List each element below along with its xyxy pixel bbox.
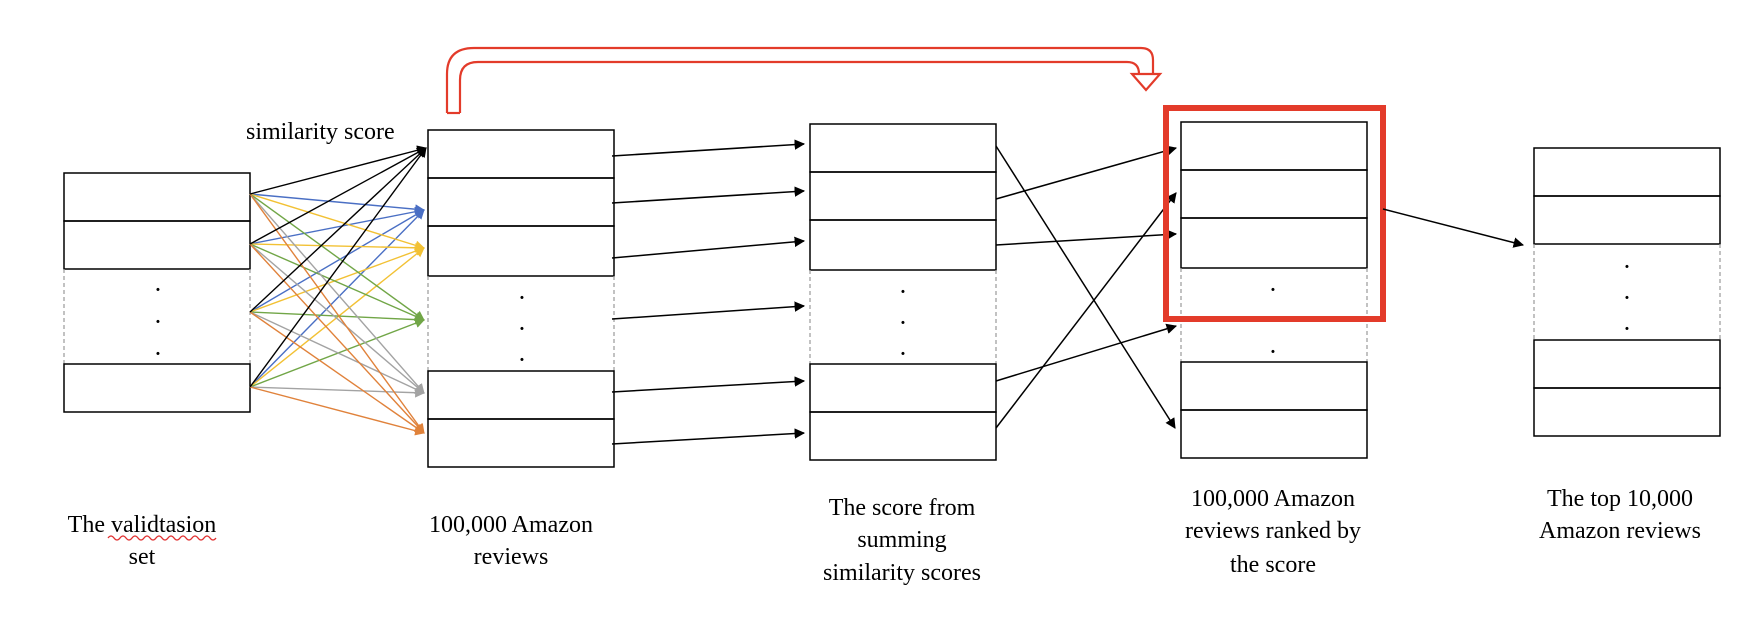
ranked-caption: 100,000 Amazon reviews ranked by the sco… — [1185, 486, 1361, 578]
validation-caption: The validtasion set — [68, 512, 217, 570]
svg-text:100,000 Amazon: 100,000 Amazon — [1191, 486, 1355, 512]
svg-text:·: · — [154, 339, 163, 368]
similarity-score-label: similarity score — [246, 119, 395, 145]
svg-text:·: · — [899, 308, 908, 337]
svg-text:·: · — [899, 277, 908, 306]
svg-text:reviews: reviews — [474, 544, 549, 570]
reviews-caption: 100,000 Amazon reviews — [429, 512, 593, 570]
svg-text:set: set — [129, 544, 156, 570]
top-reviews-stack: · · · — [1533, 147, 1721, 437]
ranking-arrows — [995, 145, 1178, 429]
svg-text:·: · — [1623, 252, 1632, 281]
ranked-stack: · · · — [1180, 121, 1368, 459]
svg-text:Amazon reviews: Amazon reviews — [1539, 518, 1701, 544]
top-selection-highlight — [1163, 105, 1386, 322]
reviews-stack: · · · — [427, 129, 615, 468]
selection-arrow — [1382, 208, 1525, 248]
svg-text:summing: summing — [857, 527, 946, 553]
similarity-edges — [249, 145, 427, 436]
top-caption: The top 10,000 Amazon reviews — [1539, 486, 1701, 544]
summing-arrows — [611, 139, 806, 445]
svg-text:·: · — [1623, 283, 1632, 312]
svg-text:The validtasion: The validtasion — [68, 512, 217, 538]
score-stack: · · · — [809, 123, 997, 461]
svg-text:The score from: The score from — [829, 495, 976, 521]
svg-text:·: · — [154, 307, 163, 336]
svg-text:The top 10,000: The top 10,000 — [1547, 486, 1693, 512]
svg-text:reviews ranked by: reviews ranked by — [1185, 518, 1361, 544]
score-caption: The score from summing similarity scores — [823, 495, 981, 586]
svg-text:·: · — [518, 345, 527, 374]
validation-set-stack: · · · — [63, 172, 251, 413]
svg-text:100,000 Amazon: 100,000 Amazon — [429, 512, 593, 538]
svg-text:·: · — [518, 283, 527, 312]
svg-text:·: · — [1623, 314, 1632, 343]
svg-text:·: · — [1269, 275, 1278, 304]
svg-text:the score: the score — [1230, 552, 1316, 578]
svg-text:similarity scores: similarity scores — [823, 560, 981, 586]
svg-text:·: · — [899, 339, 908, 368]
svg-text:·: · — [154, 275, 163, 304]
svg-text:·: · — [1269, 337, 1278, 366]
svg-text:·: · — [518, 314, 527, 343]
spellcheck-underline — [107, 535, 217, 541]
feedback-arrow — [445, 46, 1163, 115]
